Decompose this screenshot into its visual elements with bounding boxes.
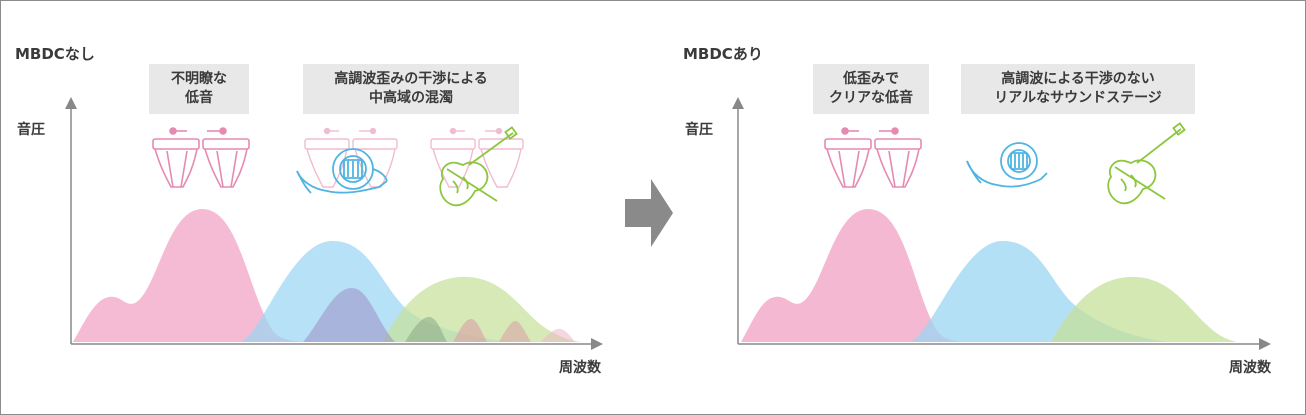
timpani-icon [152, 127, 250, 188]
timpani-icon [824, 127, 922, 188]
label-muddy-mid-high: 高調波歪みの干渉による 中高域の混濁 [303, 64, 519, 114]
left-mid-band-curve [241, 240, 511, 342]
label-unclear-bass: 不明瞭な 低音 [149, 64, 249, 114]
left-high-band-curve [383, 276, 581, 342]
right-spectrum [741, 208, 1237, 342]
label-line: 中高域の混濁 [369, 90, 453, 106]
panel-title-without: MBDCなし [15, 45, 95, 63]
timpani-icon [430, 127, 524, 188]
label-line: 低音 [185, 90, 213, 106]
timpani-icon [304, 127, 398, 188]
label-line: 高調波歪みの干渉による [334, 71, 488, 87]
x-axis-label-right: 周波数 [1229, 360, 1271, 376]
left-spectrum [73, 208, 581, 342]
label-line: 不明瞭な [171, 71, 227, 87]
right-high-band-curve [1051, 276, 1237, 342]
label-line: リアルなサウンドステージ [994, 90, 1162, 106]
left-harmonic-lump [541, 328, 575, 342]
left-harmonic-lump [303, 287, 395, 342]
left-harmonic-lump [499, 321, 531, 342]
label-line: 低歪みで [843, 71, 899, 87]
left-harmonic-lump [405, 317, 447, 342]
left-low-band-curve [73, 208, 311, 342]
violin-icon [439, 126, 518, 207]
panel-title-with: MBDCあり [683, 45, 763, 63]
transition-arrow-icon [625, 179, 673, 247]
label-real-soundstage: 高調波による干渉のない リアルなサウンドステージ [961, 64, 1195, 114]
label-line: 高調波による干渉のない [1001, 71, 1155, 87]
left-harmonic-lump [453, 319, 487, 342]
label-clear-bass: 低歪みで クリアな低音 [813, 64, 929, 114]
horn-icon [966, 142, 1048, 188]
y-axis-label-left: 音圧 [17, 122, 45, 138]
y-axis-label-right: 音圧 [685, 122, 713, 138]
horn-icon [296, 148, 388, 194]
right-low-band-curve [741, 208, 967, 342]
label-line: クリアな低音 [829, 90, 913, 106]
right-mid-band-curve [911, 240, 1169, 342]
x-axis-label-left: 周波数 [559, 360, 601, 376]
violin-icon [1107, 122, 1186, 205]
